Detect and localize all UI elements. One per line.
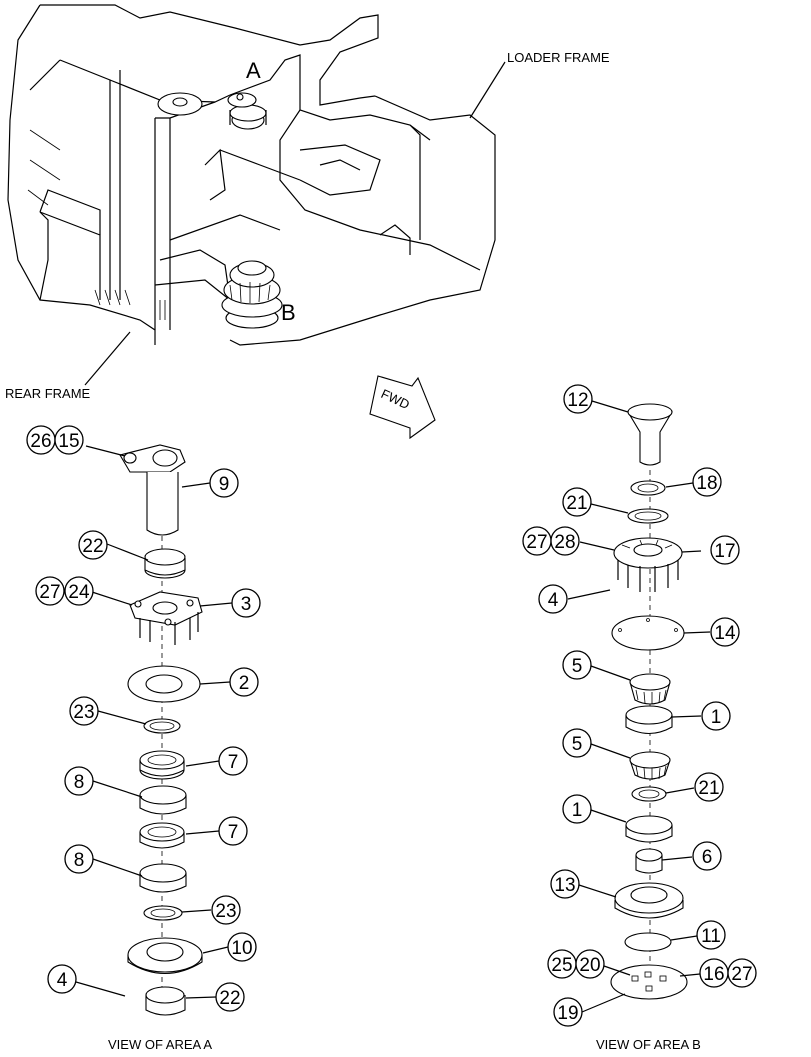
callout: 16	[699, 958, 729, 988]
callout: 4	[47, 964, 77, 994]
callout: 5	[562, 650, 592, 680]
svg-text:14: 14	[714, 623, 736, 644]
view-a-parts	[119, 444, 203, 1016]
callout: 2	[229, 667, 259, 697]
callout: 27	[727, 958, 757, 988]
svg-text:26: 26	[30, 431, 51, 452]
svg-text:28: 28	[554, 532, 575, 553]
callout: 1	[701, 701, 731, 731]
svg-text:9: 9	[219, 474, 230, 495]
callout: 12	[563, 384, 593, 414]
callout: 23	[69, 696, 99, 726]
leader-lines	[75, 400, 711, 1013]
callout: 7	[218, 746, 248, 776]
view-b-parts	[610, 403, 688, 1000]
svg-text:13: 13	[554, 875, 575, 896]
loader-frame-label: LOADER FRAME	[507, 50, 610, 65]
svg-text:4: 4	[548, 590, 559, 611]
callout: 27	[522, 526, 552, 556]
svg-text:5: 5	[572, 656, 583, 677]
callout: 15	[54, 425, 84, 455]
callout: 3	[231, 588, 261, 618]
callout: 22	[78, 530, 108, 560]
fwd-arrow-icon: FWD	[369, 375, 436, 440]
svg-text:15: 15	[58, 431, 79, 452]
callout: 6	[692, 841, 722, 871]
svg-text:24: 24	[68, 582, 90, 603]
callout: 5	[562, 728, 592, 758]
callout: 9	[209, 468, 239, 498]
area-a-label: A	[246, 58, 261, 83]
svg-text:7: 7	[228, 752, 239, 773]
view-b-title: VIEW OF AREA B	[596, 1037, 701, 1052]
callout: 13	[550, 869, 580, 899]
callout: 26	[26, 425, 56, 455]
callout: 20	[575, 949, 605, 979]
joint-a-parts	[227, 92, 267, 130]
svg-text:10: 10	[231, 938, 252, 959]
svg-text:23: 23	[215, 901, 236, 922]
callout: 1	[562, 794, 592, 824]
svg-text:3: 3	[241, 594, 252, 615]
svg-text:21: 21	[698, 778, 719, 799]
callout: 7	[218, 816, 248, 846]
svg-text:25: 25	[551, 955, 572, 976]
view-a-title: VIEW OF AREA A	[108, 1037, 212, 1052]
svg-text:21: 21	[566, 493, 587, 514]
callout: 22	[215, 982, 245, 1012]
callout: 25	[547, 949, 577, 979]
joint-b-parts	[221, 260, 283, 329]
svg-text:22: 22	[82, 536, 103, 557]
area-b-label: B	[281, 300, 296, 325]
svg-text:22: 22	[219, 988, 240, 1009]
svg-text:17: 17	[714, 541, 735, 562]
callout: 14	[710, 617, 740, 647]
frame-assembly-drawing	[7, 4, 496, 346]
callout: 21	[694, 772, 724, 802]
svg-text:18: 18	[696, 473, 717, 494]
svg-text:1: 1	[711, 707, 722, 728]
svg-text:4: 4	[57, 970, 68, 991]
svg-text:23: 23	[73, 702, 94, 723]
rear-frame-label: REAR FRAME	[5, 386, 91, 401]
callout: 8	[64, 844, 94, 874]
svg-text:8: 8	[74, 772, 85, 793]
svg-text:27: 27	[39, 582, 60, 603]
svg-text:7: 7	[228, 822, 239, 843]
svg-text:2: 2	[239, 673, 250, 694]
svg-text:6: 6	[702, 847, 713, 868]
svg-text:16: 16	[703, 964, 724, 985]
svg-text:5: 5	[572, 734, 583, 755]
svg-text:12: 12	[567, 390, 588, 411]
callout: 18	[692, 467, 722, 497]
callout: 24	[64, 576, 94, 606]
callout: 17	[710, 535, 740, 565]
callout: 21	[562, 487, 592, 517]
svg-text:19: 19	[557, 1003, 578, 1024]
callout: 4	[538, 584, 568, 614]
svg-text:27: 27	[731, 964, 752, 985]
svg-text:27: 27	[526, 532, 547, 553]
svg-text:20: 20	[579, 955, 600, 976]
svg-text:8: 8	[74, 850, 85, 871]
svg-text:11: 11	[701, 926, 721, 947]
callout: 28	[550, 526, 580, 556]
callout: 10	[227, 932, 257, 962]
svg-text:1: 1	[572, 800, 583, 821]
callout: 23	[211, 895, 241, 925]
callout: 27	[35, 576, 65, 606]
callout: 19	[553, 997, 583, 1027]
callout: 11	[696, 920, 726, 950]
callout: 8	[64, 766, 94, 796]
